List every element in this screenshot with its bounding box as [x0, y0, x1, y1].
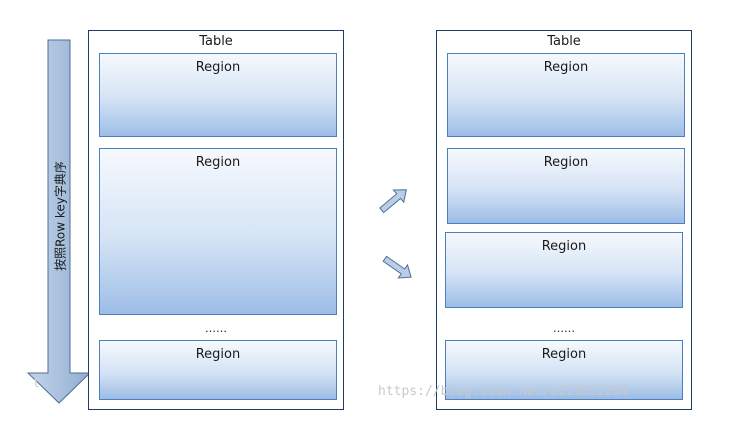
- split-up-arrow: [379, 189, 407, 214]
- region-label: Region: [195, 60, 241, 75]
- region-label: Region: [543, 60, 589, 75]
- right-region-1: Region: [447, 53, 685, 137]
- sort-arrow-shape: [26, 39, 92, 404]
- sort-order-label: 按照Row key字典序: [53, 161, 68, 271]
- region-label: Region: [195, 155, 241, 170]
- split-down-arrow: [382, 255, 412, 279]
- region-label: Region: [543, 155, 589, 170]
- right-ellipsis: ……: [553, 322, 575, 335]
- right-table-title: Table: [547, 34, 581, 49]
- left-region-1: Region: [99, 53, 337, 137]
- right-region-2: Region: [447, 148, 685, 224]
- right-region-4: Region: [445, 340, 683, 400]
- right-region-3: Region: [445, 232, 683, 308]
- watermark: https://blog.csdn.net/u011812294: [378, 384, 629, 399]
- region-label: Region: [195, 347, 241, 362]
- left-table: Table Region Region …… Region: [88, 30, 344, 410]
- right-table: Table Region Region Region …… Region: [436, 30, 692, 410]
- left-ellipsis: ……: [205, 322, 227, 335]
- left-table-title: Table: [199, 34, 233, 49]
- region-label: Region: [541, 239, 587, 254]
- left-region-3: Region: [99, 340, 337, 400]
- left-region-2: Region: [99, 148, 337, 315]
- region-label: Region: [541, 347, 587, 362]
- watermark-fragment: t: [34, 376, 40, 391]
